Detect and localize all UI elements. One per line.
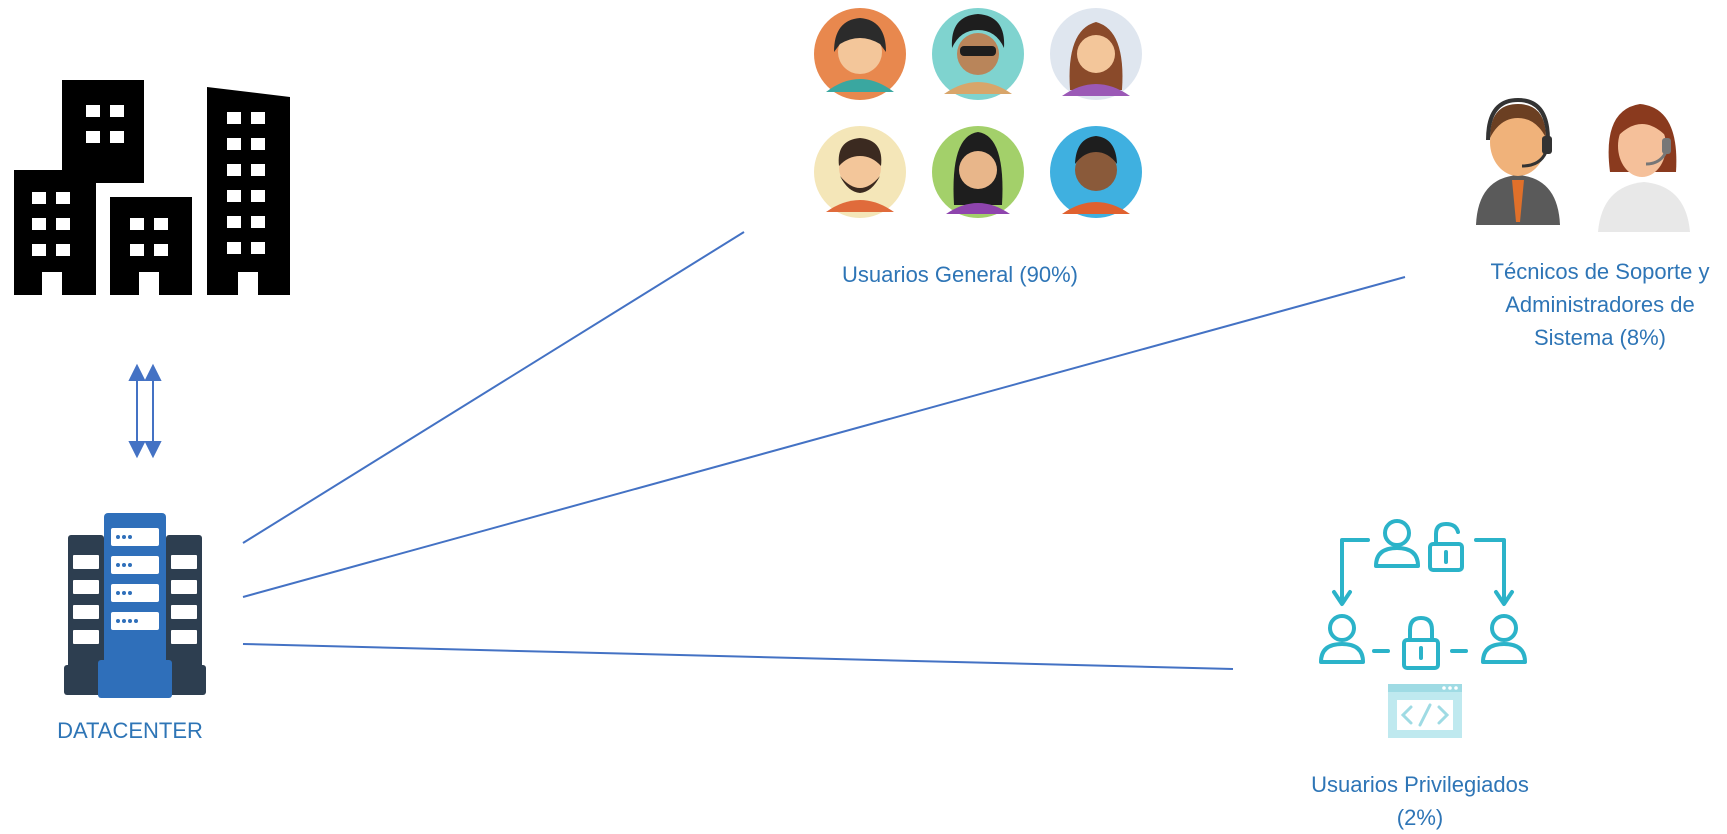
avatar <box>1050 126 1142 218</box>
datacenter-label: DATACENTER <box>57 718 203 743</box>
avatar <box>932 8 1024 100</box>
privileged-access-icon <box>1319 519 1527 670</box>
avatar <box>932 126 1024 218</box>
avatar <box>814 8 906 100</box>
connector-tech-support <box>242 276 1406 598</box>
code-window-icon <box>1388 684 1462 738</box>
tech-support-label-line: Sistema (8%) <box>1533 325 1667 350</box>
office-buildings-icon <box>14 80 290 295</box>
server-rack-icon <box>64 513 206 698</box>
general-users-label: Usuarios General (90%) <box>842 262 1078 287</box>
connector-privileged-users <box>242 643 1234 670</box>
tech-support-label: Técnicos de Soporte y Administradores de… <box>1450 255 1727 354</box>
privileged-users-label: Usuarios Privilegiados (2%) <box>1270 768 1570 834</box>
connector-lines <box>242 231 1406 670</box>
tech-support-label-line: Técnicos de Soporte y <box>1490 259 1710 284</box>
connector-general-users <box>242 231 745 544</box>
privileged-users-label-line: (2%) <box>1396 805 1444 830</box>
avatar <box>1050 8 1142 100</box>
avatar <box>814 126 906 218</box>
user-avatars-icon <box>814 8 1142 218</box>
bidirectional-arrow <box>128 363 162 459</box>
privileged-users-label-line: Usuarios Privilegiados <box>1311 772 1529 797</box>
tech-support-label-line: Administradores de <box>1505 292 1695 317</box>
support-agents-icon <box>1476 97 1690 232</box>
